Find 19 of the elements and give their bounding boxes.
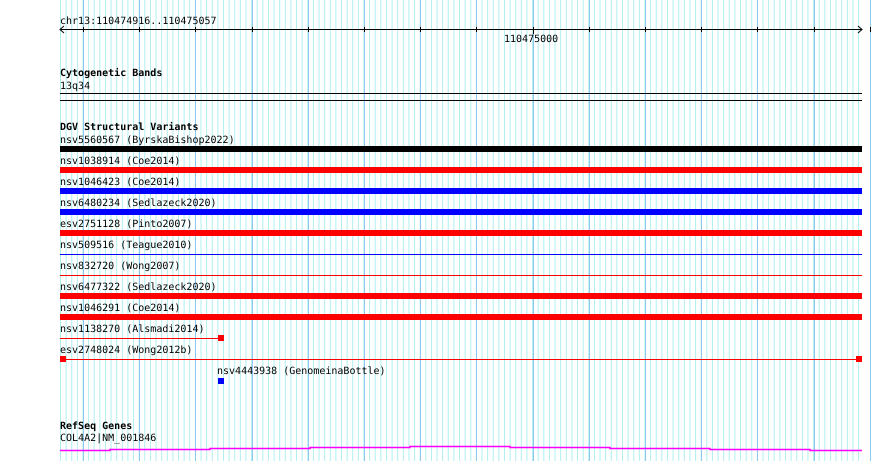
track-title: RefSeq Genes (60, 421, 132, 432)
track-title: DGV Structural Variants (60, 122, 198, 133)
feature-label: nsv1046423 (Coe2014) (60, 177, 180, 188)
tick-label: 110475000 (504, 34, 558, 45)
band-label: 13q34 (60, 81, 90, 92)
feature-label: nsv1038914 (Coe2014) (60, 156, 180, 167)
track-title: Cytogenetic Bands (60, 68, 162, 79)
feature-label: nsv4443938 (GenomeinaBottle) (217, 366, 386, 377)
feature-label: nsv6477322 (Sedlazeck2020) (60, 282, 217, 293)
feature-label: nsv509516 (Teague2010) (60, 240, 192, 251)
feature-label: esv2748024 (Wong2012b) (60, 345, 192, 356)
feature-label: nsv1138270 (Alsmadi2014) (60, 324, 204, 335)
locus-label: chr13:110474916..110475057 (60, 16, 217, 27)
feature-label: nsv832720 (Wong2007) (60, 261, 180, 272)
feature-label: nsv1046291 (Coe2014) (60, 303, 180, 314)
gene-label: COL4A2|NM_001846 (60, 433, 156, 444)
feature-label: nsv5560567 (ByrskaBishop2022) (60, 135, 235, 146)
feature-label: esv2751128 (Pinto2007) (60, 219, 192, 230)
feature-label: nsv6480234 (Sedlazeck2020) (60, 198, 217, 209)
